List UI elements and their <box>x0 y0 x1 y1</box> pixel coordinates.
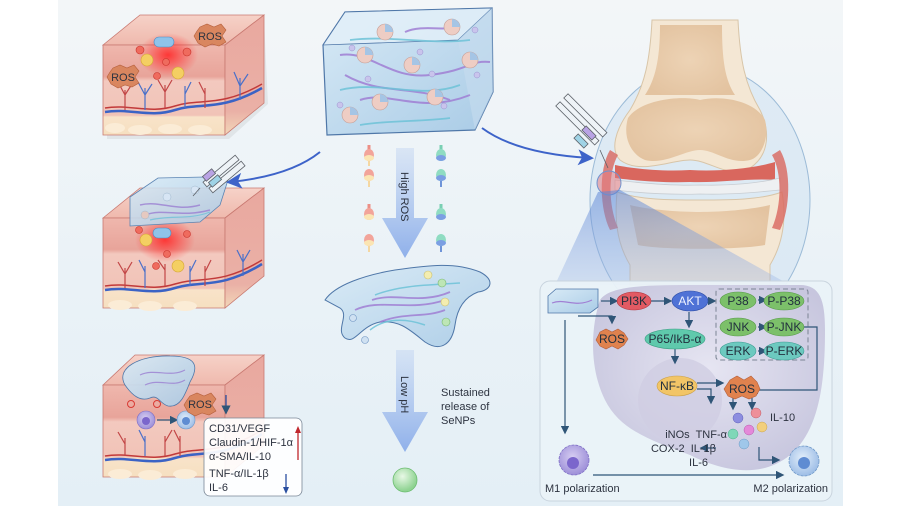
release-note: Sustained release of SeNPs <box>441 387 490 427</box>
ros-label: ROS <box>111 72 135 84</box>
pathway-panel: PI3K AKT P38 P-P38 JNK P-JNK ERK P-ERK <box>539 280 833 502</box>
low-ph-arrow: Low pH <box>382 350 428 452</box>
pathway-arrows <box>560 295 818 480</box>
zoom-beam <box>555 190 790 285</box>
ros-label: ROS <box>198 31 222 43</box>
node-label: ROS <box>729 382 755 396</box>
high-ros-arrow: High ROS <box>382 148 428 258</box>
node-label: P-P38 <box>767 294 801 308</box>
marker-up-claudin: Claudin-1/HIF-1α <box>209 437 294 449</box>
release-note-line: SeNPs <box>441 415 476 427</box>
node-nfkb: NF-κB <box>656 375 698 397</box>
release-note-line: release of <box>441 401 490 413</box>
hydrogel-degrading <box>122 355 196 407</box>
low-ph-label: Low pH <box>398 376 410 413</box>
ros-badge: ROS <box>106 64 140 89</box>
node-label: NF-κB <box>660 379 694 393</box>
hydrogel-mini-icon <box>547 288 599 314</box>
node-p-erk: P-ERK <box>763 341 805 361</box>
m1-polarization-label: M1 polarization <box>545 483 620 495</box>
node-akt: AKT <box>671 290 709 312</box>
arrow-to-joint <box>481 127 594 166</box>
node-label: P38 <box>727 294 749 308</box>
node-erk: ERK <box>719 341 757 361</box>
marker-info-box: CD31/VEGF Claudin-1/HIF-1α α-SMA/IL-10 T… <box>203 417 303 497</box>
senp-nanoparticle-icon <box>392 467 418 493</box>
macrophage-m1-icon <box>136 410 156 430</box>
node-jnk: JNK <box>719 317 757 337</box>
il10-label: IL-10 <box>770 412 795 424</box>
node-label: ROS <box>599 332 625 346</box>
node-label: P-JNK <box>767 320 802 334</box>
syringe-icon <box>555 93 609 169</box>
marker-down-il6: IL-6 <box>209 482 228 494</box>
m2-polarization-label: M2 polarization <box>753 483 828 495</box>
mapk-group-box <box>715 288 809 361</box>
ros-responsive-linkers-left <box>364 145 374 252</box>
ros-label: ROS <box>188 399 212 411</box>
node-ros-right: ROS <box>723 375 761 400</box>
marker-up-asma: α-SMA/IL-10 <box>209 451 271 463</box>
m1-macrophage-icon <box>558 444 590 476</box>
node-pi3k: PI3K <box>616 291 652 311</box>
node-p65: P65/IkB-α <box>644 328 706 350</box>
ros-responsive-linkers-right <box>436 145 446 252</box>
node-label: ERK <box>726 344 751 358</box>
node-label: AKT <box>678 294 702 308</box>
macrophage-m2-icon <box>176 410 196 430</box>
arrow-to-skin <box>226 151 321 189</box>
nucleus <box>638 358 722 442</box>
node-label: JNK <box>727 320 750 334</box>
node-ros-left: ROS <box>595 328 629 350</box>
cytokine-label: IL-6 <box>689 457 708 469</box>
marker-down-tnf: TNF-α/IL-1β <box>209 468 269 480</box>
ros-badge: ROS <box>183 392 217 417</box>
node-label: PI3K <box>621 294 647 308</box>
high-ros-label: High ROS <box>398 172 410 222</box>
marker-up-cd31: CD31/VEGF <box>209 423 270 435</box>
node-p-p38: P-P38 <box>763 291 805 311</box>
skin-block-injection <box>101 154 266 311</box>
bacterium-icon <box>153 36 175 48</box>
m2-macrophage-icon <box>788 445 820 477</box>
ros-badge: ROS <box>193 23 227 48</box>
cytokine-beads <box>727 407 768 450</box>
skin-block-inflamed: ROS ROS <box>101 14 268 139</box>
node-p38: P38 <box>719 291 757 311</box>
cytokine-label: COX-2 IL-1β <box>651 443 716 455</box>
node-label: P65/IkB-α <box>649 332 702 346</box>
node-label: P-ERK <box>766 344 803 358</box>
release-note-line: Sustained <box>441 387 490 399</box>
hydrogel-degraded <box>324 264 491 347</box>
node-p-jnk: P-JNK <box>763 317 805 337</box>
hydrogel-cube <box>322 7 494 136</box>
cytokine-label: iNOs TNF-α <box>665 429 727 441</box>
